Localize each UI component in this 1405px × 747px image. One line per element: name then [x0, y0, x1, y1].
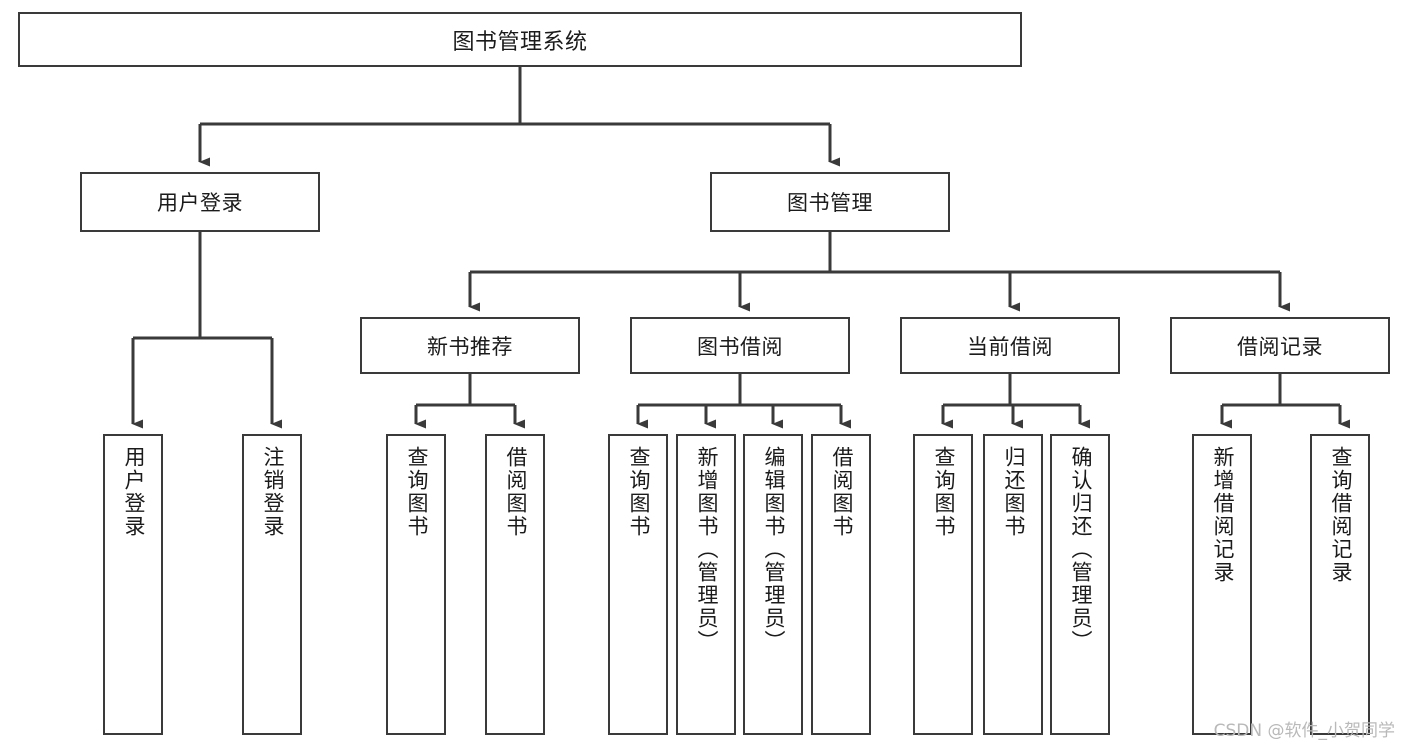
node-leaf-query-record[interactable]: 查询借阅记录 [1310, 434, 1370, 735]
node-borrow-record-label: 借阅记录 [1237, 334, 1323, 359]
node-leaf-borrow-book-2[interactable]: 借阅图书 [811, 434, 871, 735]
node-leaf-borrow-book-1[interactable]: 借阅图书 [485, 434, 545, 735]
node-book-manage[interactable]: 图书管理 [710, 172, 950, 232]
node-root-label: 图书管理系统 [452, 29, 588, 55]
node-borrow-record[interactable]: 借阅记录 [1170, 317, 1390, 374]
node-leaf-add-record-label: 新增借阅记录 [1210, 446, 1235, 584]
node-leaf-confirm-return[interactable]: 确认归还（管理员） [1050, 434, 1110, 735]
node-current-borrow[interactable]: 当前借阅 [900, 317, 1120, 374]
node-leaf-user-login-label: 用户登录 [121, 446, 146, 538]
node-leaf-query-book-3-label: 查询图书 [931, 446, 956, 538]
node-leaf-user-logout[interactable]: 注销登录 [242, 434, 302, 735]
node-root[interactable]: 图书管理系统 [18, 12, 1022, 67]
node-leaf-borrow-book-2-label: 借阅图书 [829, 446, 854, 538]
node-user-login[interactable]: 用户登录 [80, 172, 320, 232]
node-new-book-recommend-label: 新书推荐 [427, 334, 513, 359]
node-leaf-borrow-book-1-label: 借阅图书 [503, 446, 528, 538]
node-user-login-label: 用户登录 [157, 191, 243, 215]
node-leaf-query-book-2[interactable]: 查询图书 [608, 434, 668, 735]
node-leaf-query-book-3[interactable]: 查询图书 [913, 434, 973, 735]
node-leaf-add-record[interactable]: 新增借阅记录 [1192, 434, 1252, 735]
node-leaf-query-record-label: 查询借阅记录 [1328, 446, 1353, 584]
node-leaf-user-login[interactable]: 用户登录 [103, 434, 163, 735]
node-leaf-user-logout-label: 注销登录 [260, 446, 285, 538]
node-new-book-recommend[interactable]: 新书推荐 [360, 317, 580, 374]
node-leaf-add-book[interactable]: 新增图书（管理员） [676, 434, 736, 735]
node-leaf-edit-book[interactable]: 编辑图书（管理员） [743, 434, 803, 735]
node-leaf-query-book-1-label: 查询图书 [404, 446, 429, 538]
node-leaf-return-book[interactable]: 归还图书 [983, 434, 1043, 735]
node-book-borrow[interactable]: 图书借阅 [630, 317, 850, 374]
node-leaf-edit-book-label: 编辑图书（管理员） [761, 446, 786, 653]
node-leaf-add-book-label: 新增图书（管理员） [694, 446, 719, 653]
node-leaf-query-book-1[interactable]: 查询图书 [386, 434, 446, 735]
node-leaf-confirm-return-label: 确认归还（管理员） [1068, 446, 1093, 653]
node-book-manage-label: 图书管理 [787, 191, 873, 215]
node-leaf-return-book-label: 归还图书 [1001, 446, 1026, 538]
node-book-borrow-label: 图书借阅 [697, 334, 783, 359]
node-current-borrow-label: 当前借阅 [967, 334, 1053, 359]
node-leaf-query-book-2-label: 查询图书 [626, 446, 651, 538]
